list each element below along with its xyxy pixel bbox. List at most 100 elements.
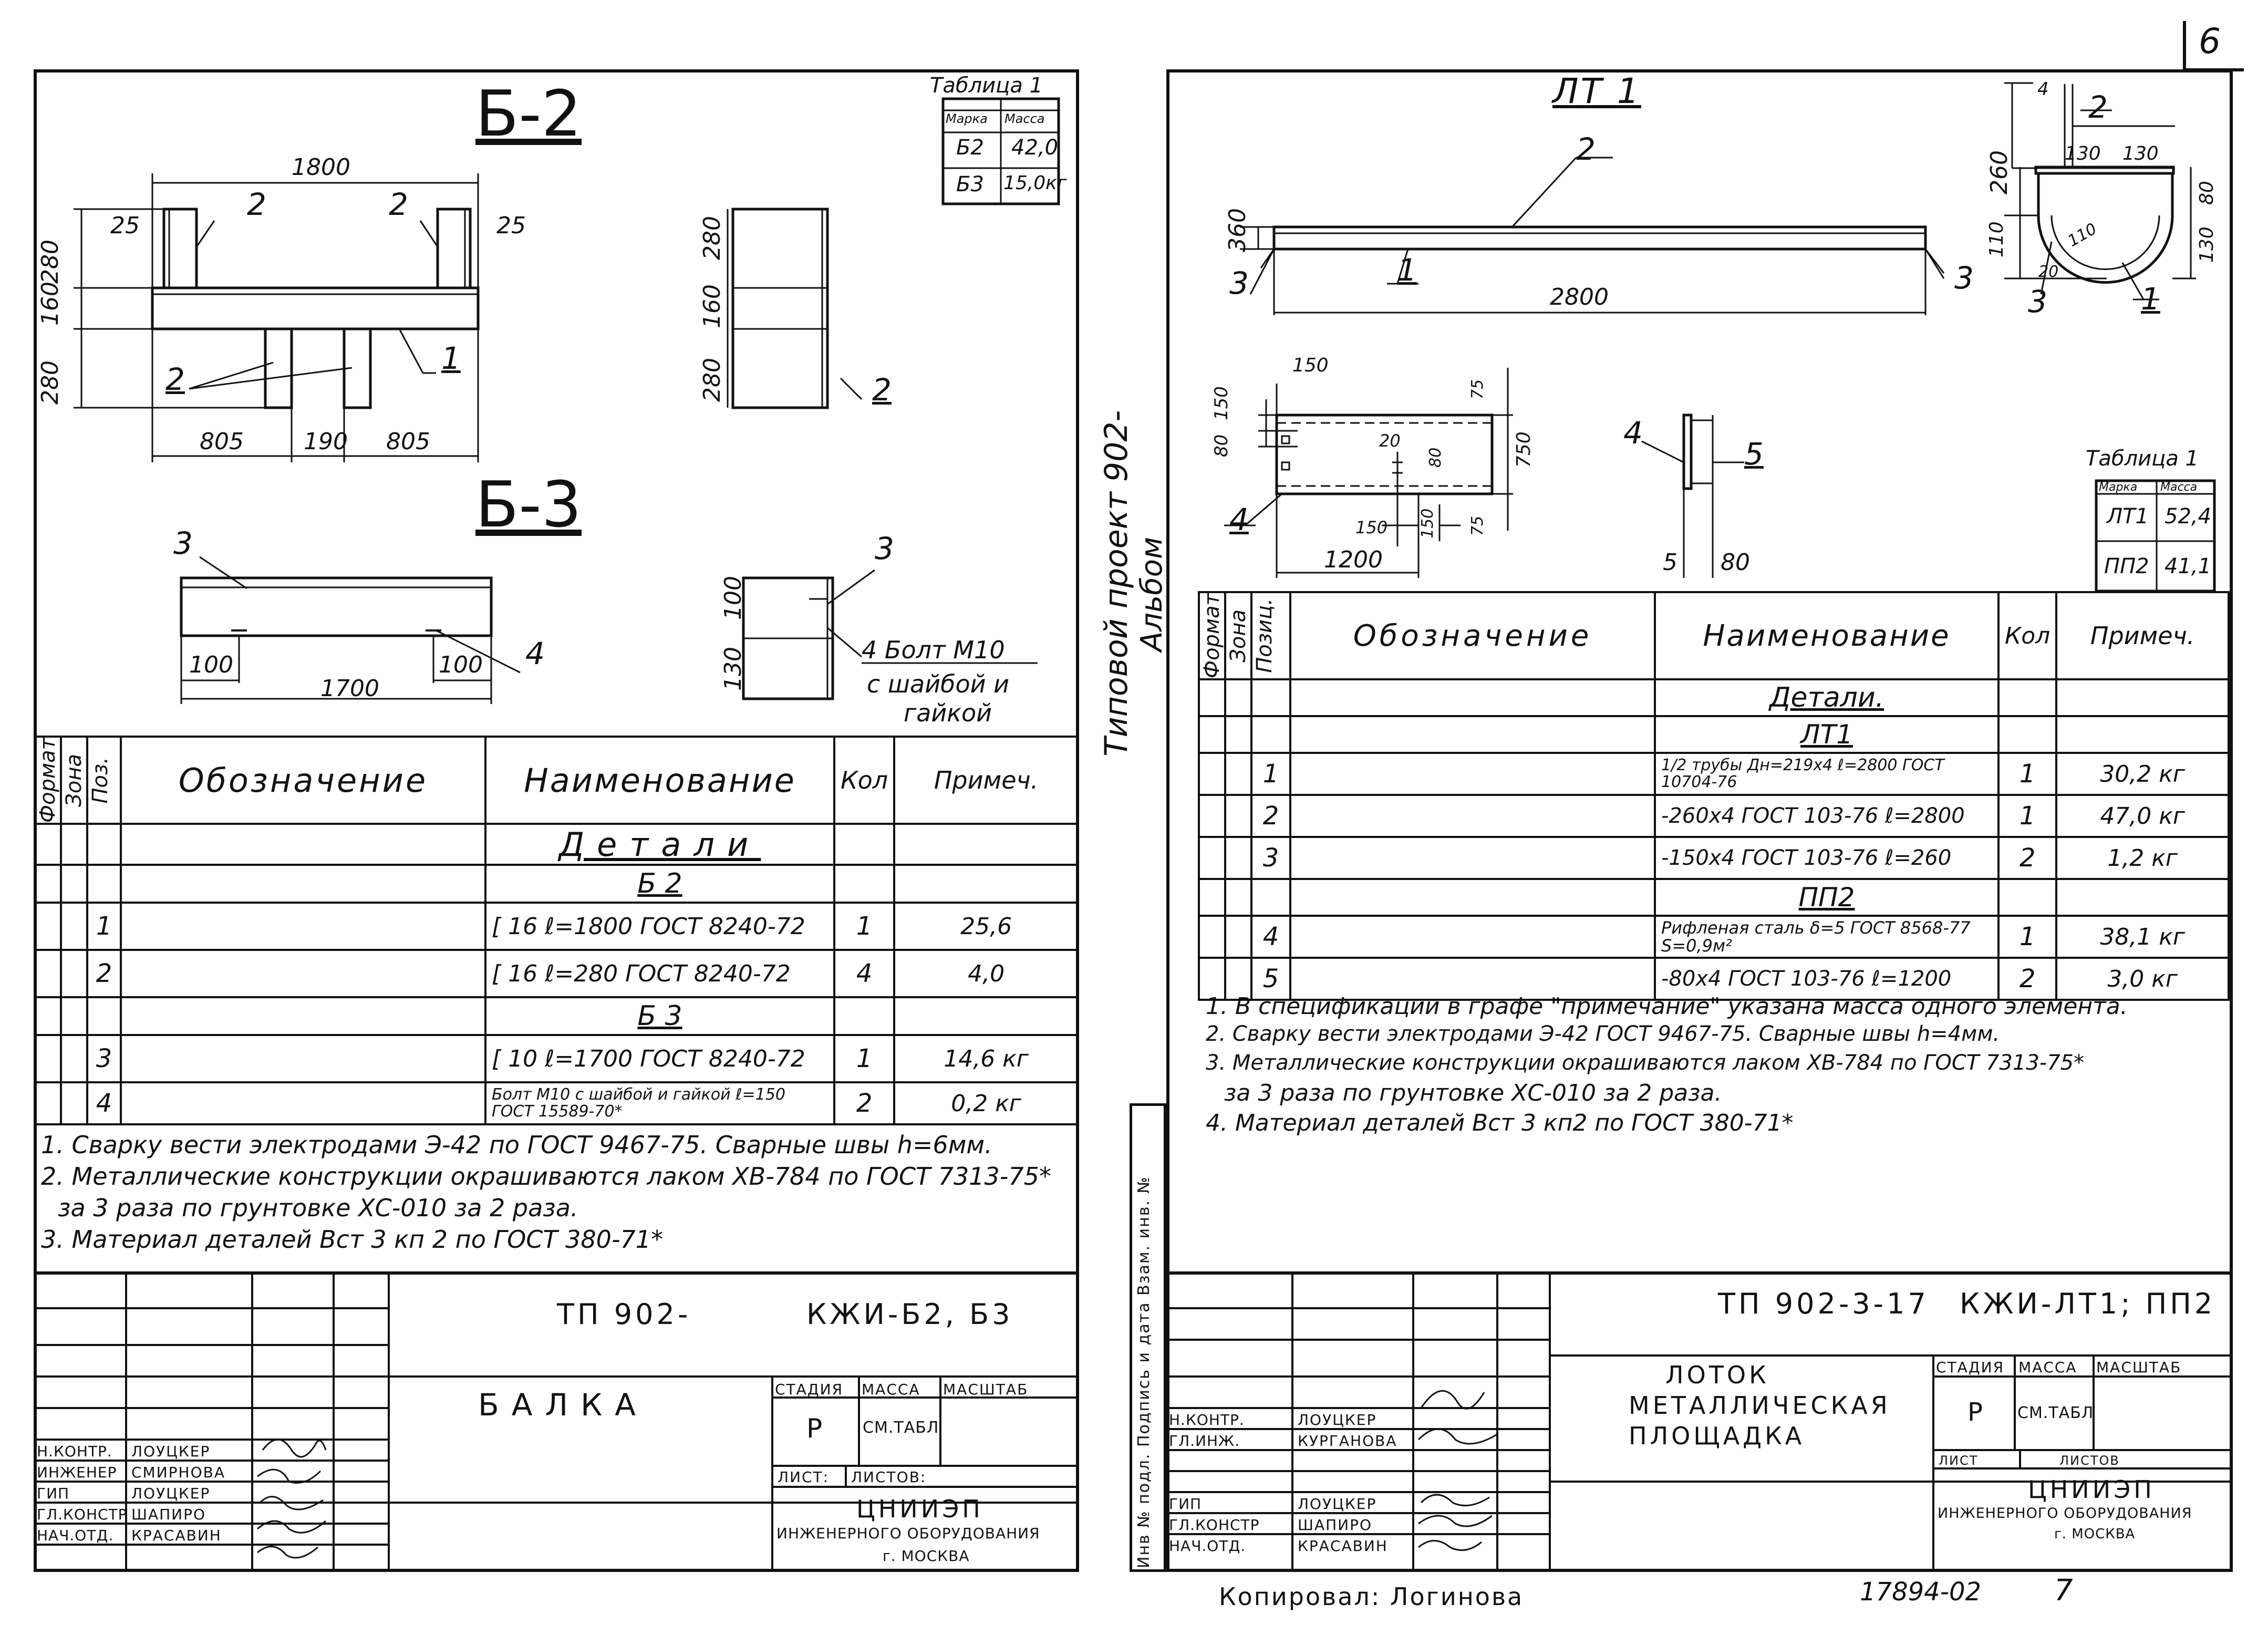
leader-lt-3b: 3: [1954, 260, 1974, 296]
right-stamp-org2: ИНЖЕНЕРНОГО ОБОРУДОВАНИЯ: [1938, 1505, 2192, 1522]
dim-805-right: 805: [386, 428, 430, 455]
right-note-5: 4. Материал деталей Вст 3 кп2 по ГОСТ 38…: [1206, 1110, 1794, 1136]
leader-3a: 3: [173, 525, 193, 561]
right-table1-head-mark: Марка: [2099, 481, 2138, 494]
leader-2b: 2: [389, 187, 408, 222]
stamp-person: КУРГАНОВА: [1298, 1432, 1397, 1450]
right-table1-r2-mass: 41,1: [2165, 554, 2212, 578]
left-stamp-sheet-h: ЛИСТ:: [778, 1468, 830, 1486]
leader-lt-2: 2: [1576, 131, 1596, 167]
leader-lt-2b: 2: [2088, 89, 2108, 125]
left-table1-caption: Таблица 1: [930, 74, 1043, 98]
dim-25-right: 25: [496, 212, 526, 239]
spec-head-designation: Обозначение: [120, 735, 486, 825]
binding-stamp-column: [1130, 1103, 1166, 1572]
bolt-note-3: гайкой: [904, 699, 992, 727]
title-b2: Б-2: [475, 78, 582, 151]
beam-b2-post-bottom-left: [264, 327, 293, 409]
stamp-person: ЛОУЦКЕР: [131, 1443, 211, 1460]
stamp-role: НАЧ.ОТД.: [37, 1527, 114, 1544]
stamp-person: ЛОУЦКЕР: [1298, 1495, 1377, 1513]
trough-lt1-body: [1272, 225, 1927, 251]
dim-25-left: 25: [110, 212, 140, 239]
platform-pp2-section: [1682, 413, 1693, 490]
right-drawings: [1224, 82, 2216, 593]
stamp-role: Н.КОНТР.: [37, 1443, 112, 1460]
stamp-role: ГИП: [37, 1485, 70, 1502]
left-note-1: 1. Сварку вести электродами Э-42 по ГОСТ…: [41, 1131, 992, 1159]
spec-section-b3: Б 3: [484, 996, 835, 1037]
stamp-person: КРАСАВИН: [1298, 1537, 1388, 1555]
right-note-1: 1. В спецификации в графе "примечание" у…: [1206, 993, 2128, 1020]
title-b3: Б-3: [475, 469, 582, 542]
left-stamp-sheets-h: ЛИСТОВ:: [851, 1468, 927, 1486]
stamp-role: ГЛ.КОНСТР: [1169, 1516, 1260, 1534]
left-table1-r2-mass: 15,0кг: [1003, 172, 1067, 194]
dim-4: 4: [2037, 79, 2049, 100]
right-stamp-title-1: ЛОТОК: [1665, 1361, 1769, 1389]
right-stamp-mark: КЖИ-ЛТ1; ПП2: [1960, 1287, 2216, 1320]
dim-150-a: 150: [1292, 355, 1329, 376]
right-stamp-mass-h: МАССА: [2018, 1359, 2077, 1376]
left-drawings: [74, 97, 1060, 704]
stamp-role: ИНЖЕНЕР: [37, 1464, 117, 1481]
right-note-2: 2. Сварку вести электродами Э-42 ГОСТ 94…: [1206, 1022, 2000, 1046]
spec-section-details: Детали: [484, 823, 835, 866]
spec-section-b2: Б 2: [484, 864, 835, 904]
right-stamp-stage: Р: [1967, 1398, 1986, 1427]
bolt-note-1: 4 Болт М10: [862, 636, 1005, 664]
stamp-role: НАЧ.ОТД.: [1169, 1537, 1246, 1555]
spec-head-designation: Обозначение: [1289, 591, 1656, 681]
right-table1-r1-mass: 52,4: [2165, 504, 2212, 529]
spec-head-name: Наименование: [1654, 591, 2000, 681]
left-note-3: за 3 раза по грунтовке ХС-010 за 2 раза.: [58, 1194, 578, 1222]
beam-b2-post-right: [436, 208, 472, 289]
beam-b2-side: [731, 208, 829, 409]
left-table1-r1-mass: 42,0: [1011, 136, 1059, 160]
spec-head-qty: Кол: [1997, 591, 2058, 681]
right-sheet: [1166, 69, 2233, 1572]
dim-80-d: 80: [1721, 549, 1750, 576]
left-stamp-org3: г. МОСКВА: [883, 1547, 970, 1565]
dim-5: 5: [1663, 549, 1677, 576]
stamp-person: КРАСАВИН: [131, 1527, 222, 1544]
spec-head-name: Наименование: [484, 735, 835, 825]
stamp-person: СМИРНОВА: [131, 1464, 225, 1481]
dim-100-right: 100: [439, 651, 483, 678]
leader-pp-5: 5: [1744, 436, 1764, 472]
spec-section-lt1: ЛТ1: [1654, 715, 2000, 754]
stamp-role: ГЛ.КОНСТР: [37, 1506, 128, 1523]
spec-head-qty: Кол: [833, 735, 896, 825]
beam-b2-post-left: [162, 208, 198, 289]
bolt-note-2: с шайбой и: [867, 670, 1010, 698]
dim-20-b: 20: [1379, 431, 1401, 451]
beam-b2-channel: [151, 286, 480, 330]
leader-2a: 2: [247, 187, 266, 222]
page-number: 6: [2199, 21, 2221, 61]
leader-2d: 2: [872, 372, 892, 408]
right-stamp-title-3: ПЛОЩАДКА: [1629, 1422, 1805, 1450]
leader-3b: 3: [875, 531, 894, 566]
right-stamp-org1: ЦНИИЭП: [2028, 1475, 2155, 1504]
stamp-role: ГЛ.ИНЖ.: [1169, 1432, 1240, 1450]
left-stamp-title: БАЛКА: [478, 1387, 648, 1423]
leader-4: 4: [525, 636, 545, 671]
left-table1-head-mark: Марка: [946, 111, 988, 126]
dim-2800: 2800: [1550, 284, 1609, 311]
right-stamp-sheet-h: ЛИСТ: [1939, 1453, 1979, 1468]
dim-20-a: 20: [2038, 263, 2059, 281]
beam-b3-channel: [180, 576, 493, 637]
platform-pp2-plan: [1275, 413, 1494, 495]
right-stamp-sheets-h: ЛИСТОВ: [2059, 1453, 2120, 1468]
dim-130-b: 130: [2122, 143, 2159, 164]
left-stamp-stage: Р: [806, 1413, 826, 1444]
dim-1700: 1700: [320, 675, 379, 702]
right-stamp-stage-h: СТАДИЯ: [1936, 1359, 2005, 1376]
spec-head-note: Примеч.: [2055, 591, 2230, 681]
stamp-role: ГИП: [1169, 1495, 1202, 1513]
